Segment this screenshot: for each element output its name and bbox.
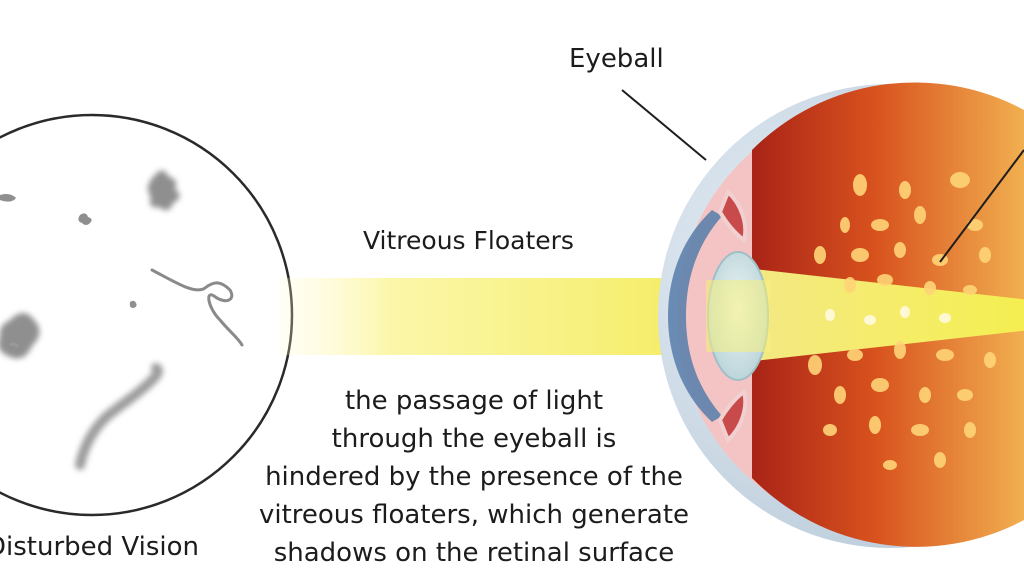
eyeball-label: Eyeball [569, 44, 664, 74]
disturbed-vision-label: Disturbed Vision [0, 532, 200, 562]
caption-line: shadows on the retinal surface [273, 538, 675, 568]
caption-line: through the eyeball is [331, 424, 617, 454]
floater-shadows [0, 170, 180, 359]
stringy-floater [150, 268, 244, 347]
retina-pointer-line [939, 149, 1024, 263]
caption-line: the passage of light [344, 386, 604, 416]
caption-line: hindered by the presence of the [265, 462, 683, 492]
light-beam [280, 278, 720, 355]
inner-light-beam [752, 268, 1024, 362]
vision-circle [0, 113, 294, 517]
retinal-spots [808, 172, 996, 470]
cornea [668, 210, 722, 422]
eyeball-pointer-line [621, 89, 707, 161]
worm-floater [75, 363, 163, 470]
iris-top [717, 188, 748, 244]
eyeball [658, 82, 1024, 548]
caption-line: vitreous floaters, which generate [258, 500, 690, 530]
caption-text: the passage of light through the eyeball… [238, 382, 710, 572]
lens-beam [706, 280, 770, 352]
vitreous-floaters-label: Vitreous Floaters [363, 226, 574, 255]
iris-bottom [717, 388, 748, 444]
